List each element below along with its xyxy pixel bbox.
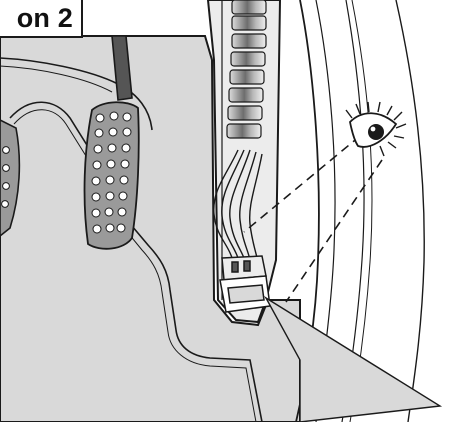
wiring-connector [220,256,270,312]
eye-icon [346,102,406,156]
figure-label: on 2 [17,3,73,34]
brake-pedal-hole [3,147,10,154]
door-frame-3 [396,0,424,422]
figure-label-box: on 2 [0,0,83,38]
brake-pedal-hole [3,165,10,172]
brake-pedal-hole [3,183,10,190]
brake-pedal-hole [2,201,9,208]
